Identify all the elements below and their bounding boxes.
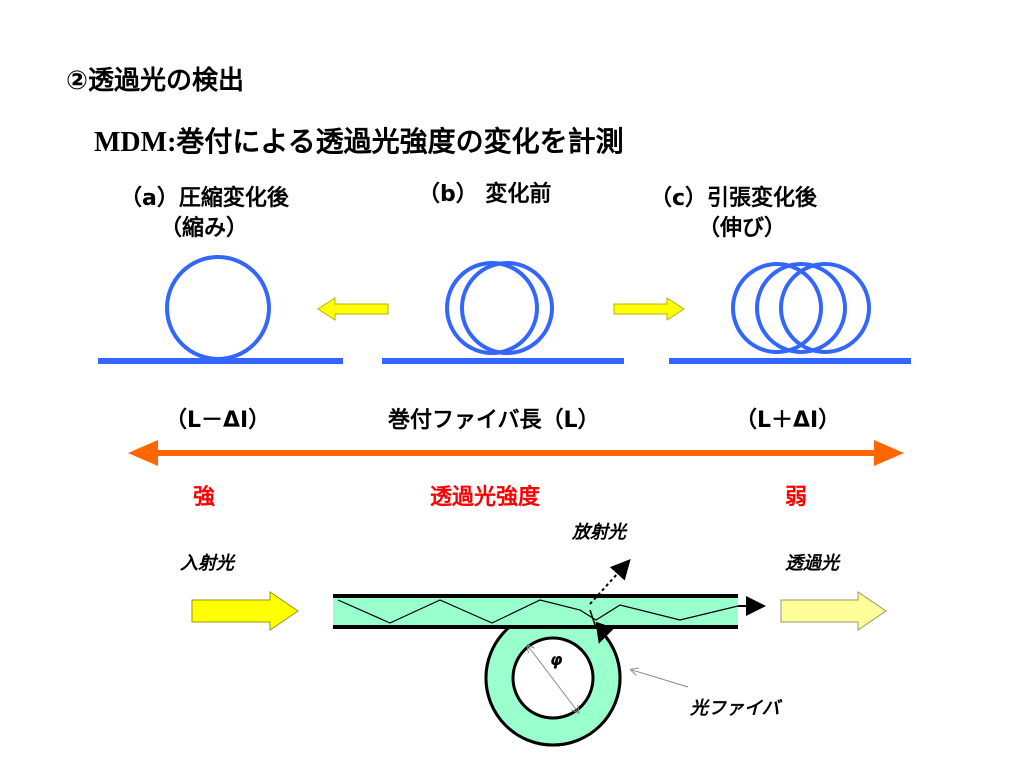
compress-arrow: [317, 297, 389, 321]
transmitted-light-arrow: [780, 591, 887, 631]
intensity-double-arrow: [128, 440, 904, 466]
state-c-label: （c）引張変化後 （伸び）: [650, 184, 817, 244]
radiated-light-label: 放射光: [572, 522, 626, 543]
stretch-arrow: [613, 297, 685, 321]
optical-fiber-straight: [333, 594, 766, 629]
state-a-title: （a）圧縮変化後: [120, 186, 289, 211]
subtitle-prefix: MDM:: [94, 127, 177, 158]
subtitle-text: 巻付による透過光強度の変化を計測: [176, 125, 624, 158]
intensity-weak: 弱: [785, 485, 808, 510]
state-c-title: （c）引張変化後: [650, 186, 818, 211]
fiber-label-leader: [632, 670, 689, 688]
state-a-label: （a）圧縮変化後 （縮み）: [120, 184, 289, 244]
state-c-subtitle: （伸び）: [698, 216, 787, 241]
length-compressed: （L－ΔI）: [165, 408, 271, 433]
length-stretched: （L＋ΔI）: [735, 408, 841, 433]
diameter-indicator: [528, 646, 578, 712]
diameter-symbol: φ: [550, 650, 563, 669]
optical-fiber-label: 光ファイバ: [690, 698, 780, 719]
state-b-title: （b） 変化前: [418, 182, 552, 207]
page-heading: ②透過光の検出: [66, 66, 245, 96]
fiber-loop-stretched: [669, 262, 911, 364]
optical-fiber-loop: [484, 609, 622, 747]
intensity-label: 透過光強度: [430, 485, 541, 510]
transmitted-light-label: 透過光: [785, 553, 839, 574]
state-a-subtitle: （縮み）: [160, 216, 249, 241]
fiber-loop-original: [382, 261, 624, 364]
incident-light-label: 入射光: [180, 553, 234, 574]
incident-light-arrow: [191, 591, 299, 631]
fiber-loop-compressed: [98, 255, 343, 364]
length-original: 巻付ファイバ長（L）: [388, 408, 600, 433]
state-b-label: （b） 変化前: [418, 180, 551, 210]
refracted-ray: [595, 621, 615, 644]
intensity-strong: 強: [193, 485, 216, 510]
page-subtitle: MDM:巻付による透過光強度の変化を計測: [94, 120, 624, 160]
